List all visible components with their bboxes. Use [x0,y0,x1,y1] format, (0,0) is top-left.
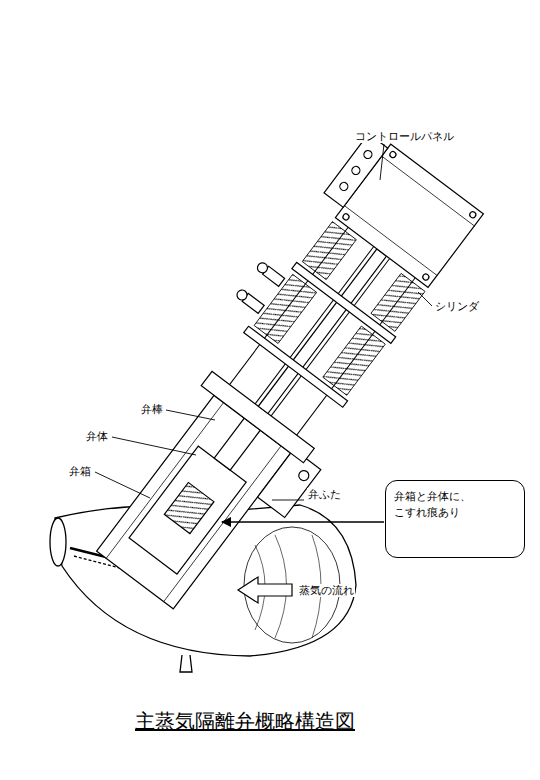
flow-label: 蒸気の流れ [298,584,355,597]
valve-cover-flange [201,371,314,462]
part-label: 弁棒 [140,403,164,416]
valve-cover-block [258,449,321,517]
part-label: シリンダ [434,300,480,313]
part-label: 弁体 [85,430,109,443]
part-label: 弁箱 [68,465,92,478]
part-label: コントロールパネル [354,130,455,143]
diagram-title: 主蒸気隔離弁概略構造図 [135,708,355,735]
callout-text: 弁箱と弁体に、 こすれ痕あり [394,489,486,521]
part-label: 弁ふた [307,488,342,501]
control-panel [324,134,388,208]
callout-box: 弁箱と弁体に、 こすれ痕あり [385,480,525,558]
leader-lines [95,144,432,522]
flow-arrow [238,577,292,603]
